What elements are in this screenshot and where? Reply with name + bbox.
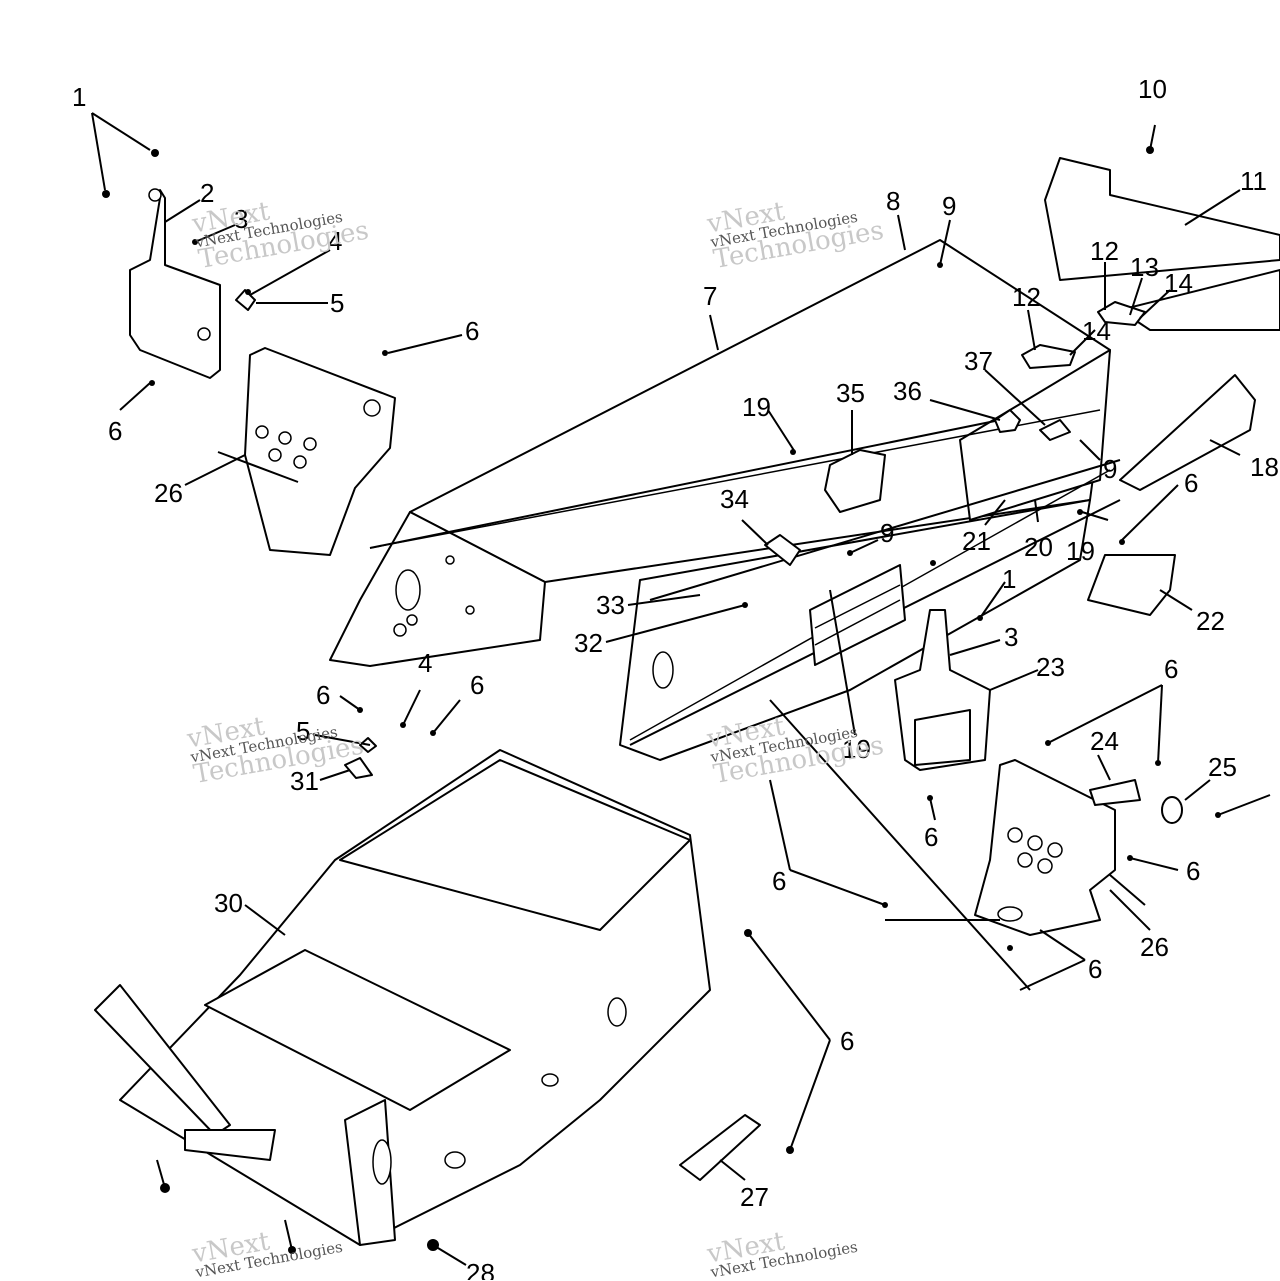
callout-9: 9 xyxy=(1103,454,1117,484)
right-mount-part xyxy=(894,609,991,771)
callout-6: 6 xyxy=(465,316,479,346)
callout-21: 21 xyxy=(962,526,991,556)
callout-9: 9 xyxy=(880,518,894,548)
callout-6: 6 xyxy=(772,866,786,896)
callout-3: 3 xyxy=(1004,622,1018,652)
right-front-plate xyxy=(974,759,1146,936)
callout-10: 10 xyxy=(1138,74,1167,104)
callout-11: 11 xyxy=(1240,166,1267,196)
callout-31: 31 xyxy=(290,766,319,796)
front-frame-part xyxy=(94,749,711,1246)
perforated-panel xyxy=(809,564,906,666)
callout-19: 19 xyxy=(742,392,771,422)
callout-27: 27 xyxy=(740,1182,769,1212)
callout-35: 35 xyxy=(836,378,865,408)
callout-34: 34 xyxy=(720,484,749,514)
callout-12: 12 xyxy=(1090,236,1119,266)
callout-6: 6 xyxy=(1164,654,1178,684)
part-37 xyxy=(1039,419,1071,441)
callout-14: 14 xyxy=(1164,268,1193,298)
part-13 xyxy=(1097,301,1146,326)
callout-30: 30 xyxy=(214,888,243,918)
callout-6: 6 xyxy=(108,416,122,446)
callout-37: 37 xyxy=(964,346,993,376)
callout-4: 4 xyxy=(328,226,342,256)
callout-33: 33 xyxy=(596,590,625,620)
part-36 xyxy=(994,409,1021,433)
callout-23: 23 xyxy=(1036,652,1065,682)
callout-14: 14 xyxy=(1082,316,1111,346)
callout-labels: 1 1 2 3 3 4 4 5 5 6 6 6 6 6 6 6 6 6 6 6 … xyxy=(72,74,1279,1280)
callout-22: 22 xyxy=(1196,606,1225,636)
part-24 xyxy=(1089,779,1141,806)
part-5 xyxy=(235,289,256,311)
part-27 xyxy=(679,1114,761,1181)
callout-25: 25 xyxy=(1208,752,1237,782)
callout-13: 13 xyxy=(1130,252,1159,282)
callout-7: 7 xyxy=(703,281,717,311)
left-steering-bracket xyxy=(129,188,221,379)
callout-26: 26 xyxy=(1140,932,1169,962)
callout-6: 6 xyxy=(1184,468,1198,498)
callout-6: 6 xyxy=(1186,856,1200,886)
callout-8: 8 xyxy=(886,186,900,216)
callout-2: 2 xyxy=(200,178,214,208)
callout-18: 18 xyxy=(1250,452,1279,482)
part-35 xyxy=(824,449,886,513)
callout-26: 26 xyxy=(154,478,183,508)
callout-6: 6 xyxy=(840,1026,854,1056)
callout-5: 5 xyxy=(330,288,344,318)
callout-19: 19 xyxy=(1066,536,1095,566)
callout-36: 36 xyxy=(893,376,922,406)
callout-6: 6 xyxy=(1088,954,1102,984)
callout-5: 5 xyxy=(296,716,310,746)
left-front-plate xyxy=(217,347,396,556)
part-22 xyxy=(1087,554,1176,616)
callout-28: 28 xyxy=(466,1258,495,1280)
callout-20: 20 xyxy=(1024,532,1053,562)
callout-3: 3 xyxy=(234,204,248,234)
rear-bumper-part xyxy=(1044,157,1280,331)
callout-6: 6 xyxy=(924,822,938,852)
part-34 xyxy=(764,534,801,566)
callout-9: 9 xyxy=(942,191,956,221)
callout-19: 19 xyxy=(842,734,871,764)
callout-1: 1 xyxy=(1002,564,1016,594)
rail-part-18 xyxy=(1119,374,1256,491)
callout-6: 6 xyxy=(470,670,484,700)
part-25 xyxy=(1161,796,1183,824)
callout-12: 12 xyxy=(1012,282,1041,312)
leader-lines xyxy=(91,112,1271,1266)
callout-24: 24 xyxy=(1090,726,1119,756)
callout-32: 32 xyxy=(574,628,603,658)
small-parts xyxy=(235,289,1183,1181)
part-31 xyxy=(344,757,373,779)
callout-6: 6 xyxy=(316,680,330,710)
callout-1: 1 xyxy=(72,82,86,112)
part-12 xyxy=(1021,344,1076,369)
callout-4: 4 xyxy=(418,648,432,678)
